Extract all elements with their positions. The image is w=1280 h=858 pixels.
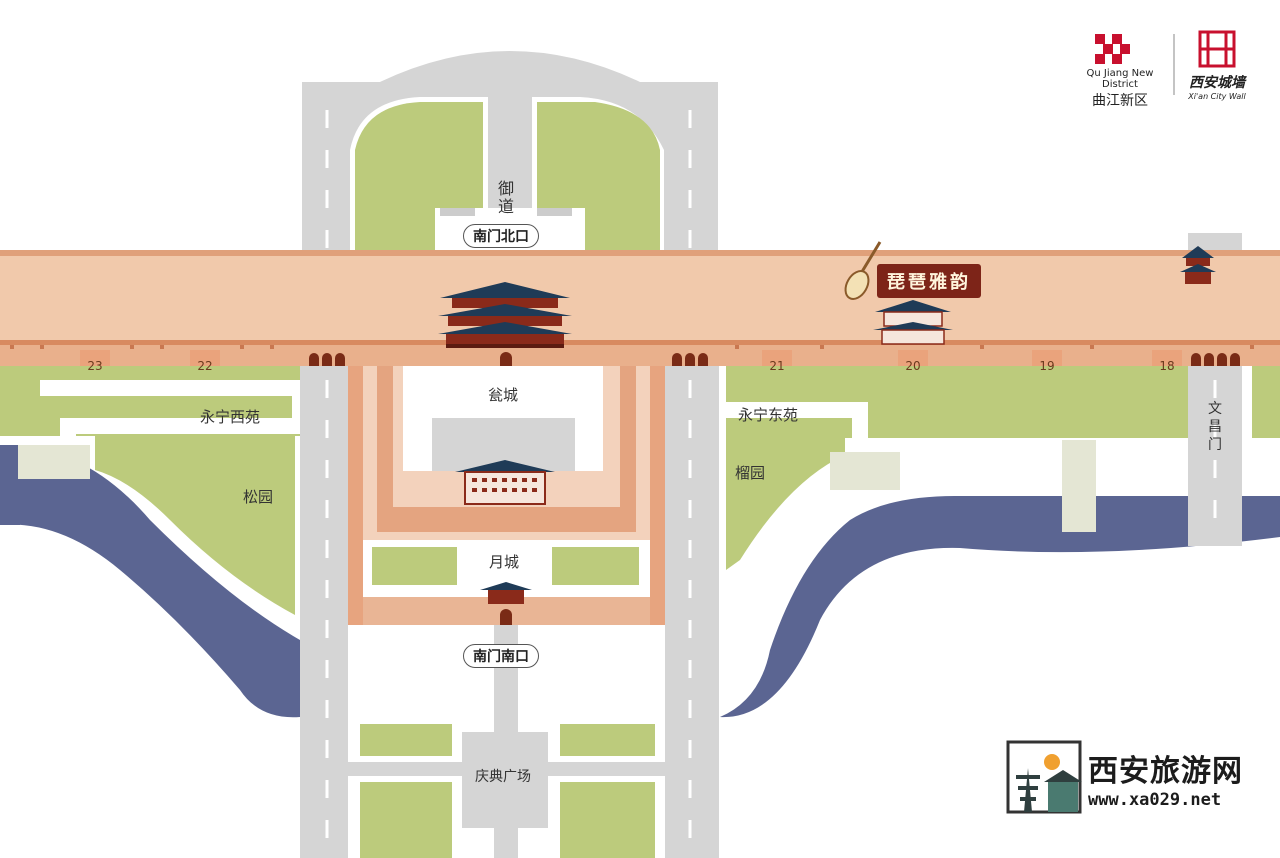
city-wall-logo-en: Xi'an City Wall <box>1188 92 1246 101</box>
yongning-xiyuan-label: 永宁西苑 <box>200 408 261 426</box>
brand-url[interactable]: www.xa029.net <box>1088 790 1222 810</box>
songyuan-label: 松园 <box>243 488 274 506</box>
south-gate-north-exit-label[interactable]: 南门北口 <box>463 224 539 248</box>
liuyuan-park <box>726 426 845 570</box>
qingdian-plaza-label: 庆典广场 <box>475 769 531 785</box>
yuecheng-label: 月城 <box>489 553 520 571</box>
tower-number: 21 <box>769 359 785 373</box>
xa029-brand: 西安旅游网 www.xa029.net <box>1088 746 1243 810</box>
pipa-yayun-banner[interactable]: 琵琶雅韵 <box>877 264 981 298</box>
city-wall-logo-icon <box>1198 30 1236 68</box>
archery-tower-icon <box>455 460 555 505</box>
qingdian-plaza <box>462 732 548 828</box>
qujiang-logo-icon <box>1095 34 1130 64</box>
pipa-icon <box>844 241 882 300</box>
wengcheng-label: 瓮城 <box>488 386 519 404</box>
tower-number: 19 <box>1039 359 1055 373</box>
tower-number: 22 <box>197 359 213 373</box>
west-road <box>300 366 348 858</box>
qujiang-logo: Qu Jiang New District 曲江新区 <box>1070 68 1170 110</box>
yuecheng-gate-icon <box>480 582 532 604</box>
songyuan-park <box>95 436 295 615</box>
wenchangmen-label: 文昌门 <box>1208 401 1222 453</box>
tower-number: 20 <box>905 359 921 373</box>
pavilion-icon <box>873 300 953 345</box>
qujiang-logo-en: Qu Jiang New District <box>1086 68 1154 90</box>
city-wall-logo-cn: 西安城墙 <box>1189 75 1245 91</box>
east-road <box>665 366 719 858</box>
north-loop-road <box>302 51 718 250</box>
moat <box>0 445 1280 718</box>
liuyuan-label: 榴园 <box>735 464 766 482</box>
yudao-label: 御道 <box>497 179 514 216</box>
gate-arches <box>309 352 1240 625</box>
tower-number: 23 <box>87 359 103 373</box>
yongning-dongyuan-label: 永宁东苑 <box>738 406 799 424</box>
city-wall-logo: 西安城墙 Xi'an City Wall <box>1180 72 1254 101</box>
tower-number: 18 <box>1159 359 1175 373</box>
south-gate-south-exit-label[interactable]: 南门南口 <box>463 644 539 668</box>
south-gate-tower-icon <box>438 282 572 348</box>
brand-name: 西安旅游网 <box>1088 754 1243 789</box>
wenchangmen-tower-icon <box>1180 246 1216 284</box>
qujiang-logo-cn: 曲江新区 <box>1092 93 1148 109</box>
xa029-logo-icon <box>1006 740 1082 814</box>
